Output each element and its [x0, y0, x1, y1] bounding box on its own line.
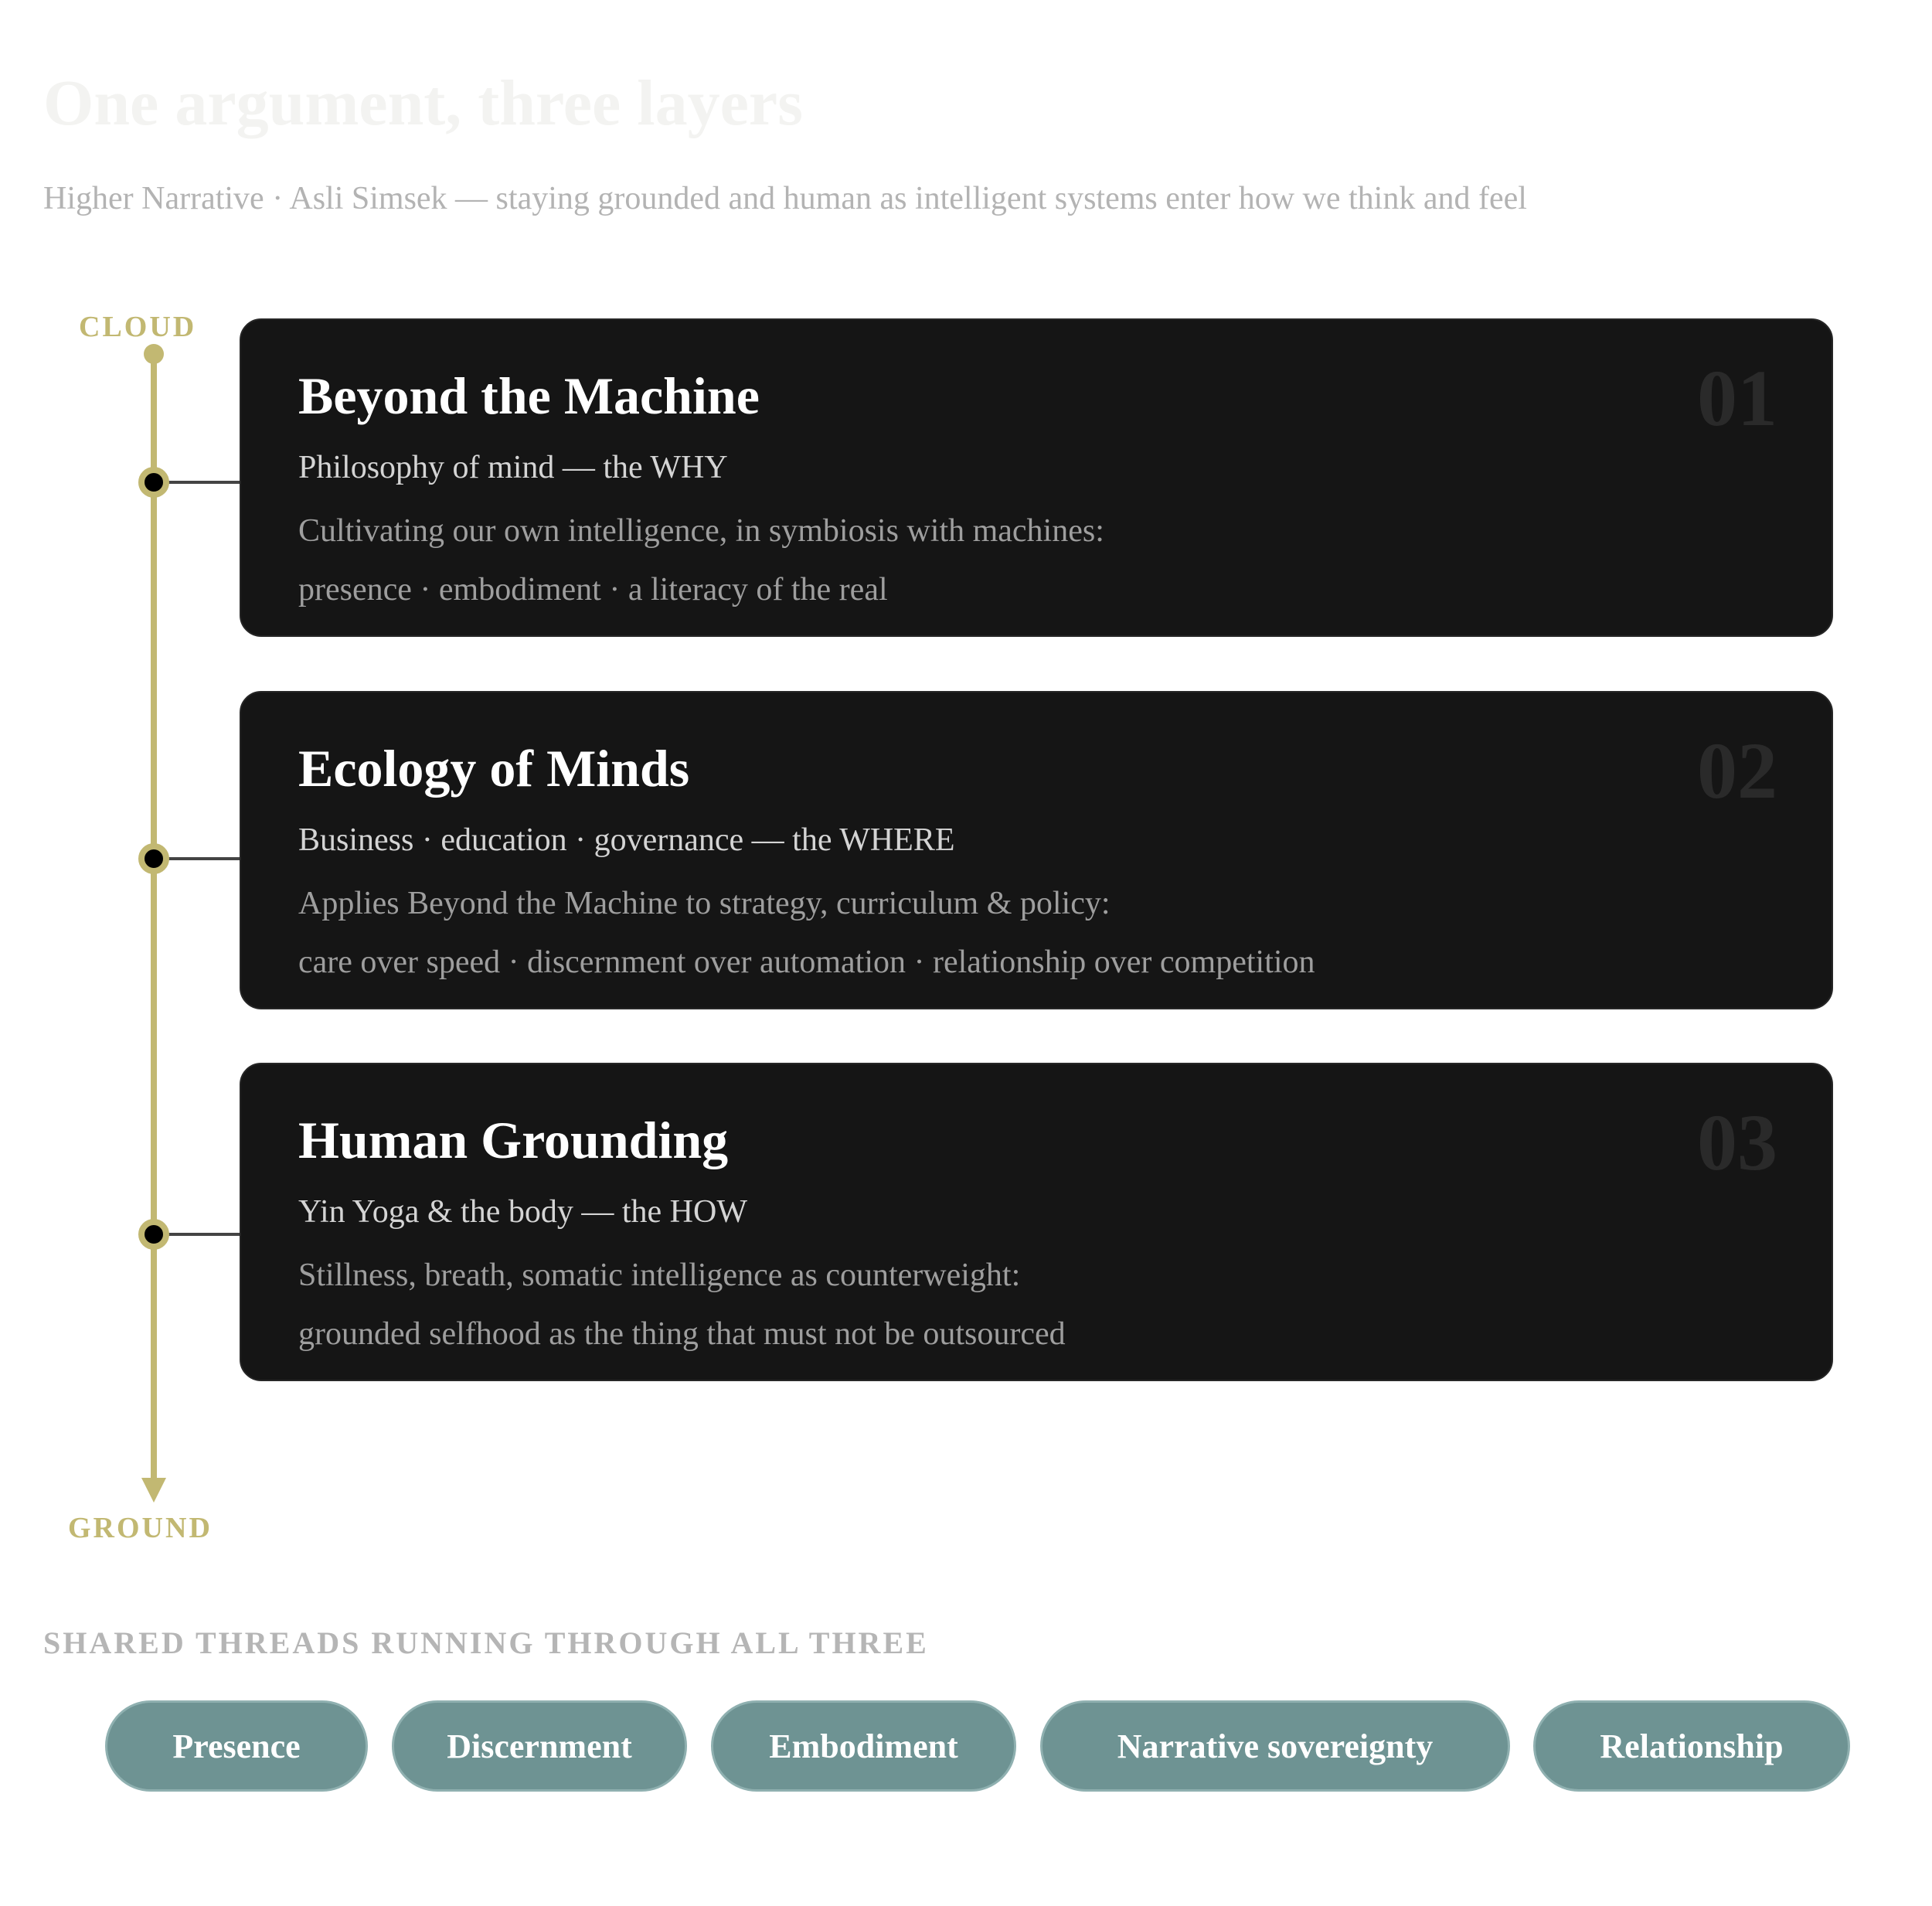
- layer-title: Beyond the Machine: [298, 366, 760, 425]
- layer-description-line1: Applies Beyond the Machine to strategy, …: [298, 886, 1111, 921]
- node-3: [138, 1219, 169, 1250]
- layer-number: 03: [1697, 1098, 1777, 1187]
- thread-pill-embodiment: Embodiment: [711, 1700, 1016, 1792]
- vertical-axis: [138, 344, 241, 1503]
- layer-subtitle: Philosophy of mind — the WHY: [298, 450, 728, 485]
- layer-description-line1: Cultivating our own intelligence, in sym…: [298, 513, 1104, 549]
- thread-pill-discernment: Discernment: [392, 1700, 687, 1792]
- layer-number: 02: [1697, 727, 1777, 815]
- shared-threads-heading: SHARED THREADS RUNNING THROUGH ALL THREE: [43, 1625, 929, 1660]
- layer-description-line2: presence · embodiment · a literacy of th…: [298, 572, 888, 608]
- thread-pill-presence: Presence: [105, 1700, 368, 1792]
- axis-arrow-icon: [141, 1478, 166, 1503]
- thread-pill-relationship: Relationship: [1533, 1700, 1850, 1792]
- thread-pill-narrative-sovereignty: Narrative sovereignty: [1040, 1700, 1510, 1792]
- axis-bottom-label: GROUND: [68, 1512, 213, 1544]
- layer-card-human-grounding: Human Grounding 03 Yin Yoga & the body —…: [240, 1063, 1833, 1381]
- layer-title: Human Grounding: [298, 1111, 729, 1169]
- node-2: [138, 843, 169, 874]
- layer-description-line2: care over speed · discernment over autom…: [298, 944, 1315, 980]
- layer-description-line2: grounded selfhood as the thing that must…: [298, 1316, 1066, 1352]
- page-subtitle: Higher Narrative · Asli Simsek — staying…: [43, 181, 1527, 216]
- layer-title: Ecology of Minds: [298, 739, 690, 798]
- node-1: [138, 467, 169, 498]
- axis-top-dot: [144, 344, 164, 364]
- layer-card-beyond-the-machine: Beyond the Machine 01 Philosophy of mind…: [240, 318, 1833, 637]
- layer-number: 01: [1697, 354, 1777, 443]
- layer-subtitle: Business · education · governance — the …: [298, 822, 955, 858]
- page-title: One argument, three layers: [43, 67, 803, 139]
- axis-top-label: CLOUD: [79, 311, 197, 343]
- layer-subtitle: Yin Yoga & the body — the HOW: [298, 1194, 747, 1230]
- layer-card-ecology-of-minds: Ecology of Minds 02 Business · education…: [240, 691, 1833, 1009]
- layer-description-line1: Stillness, breath, somatic intelligence …: [298, 1258, 1021, 1293]
